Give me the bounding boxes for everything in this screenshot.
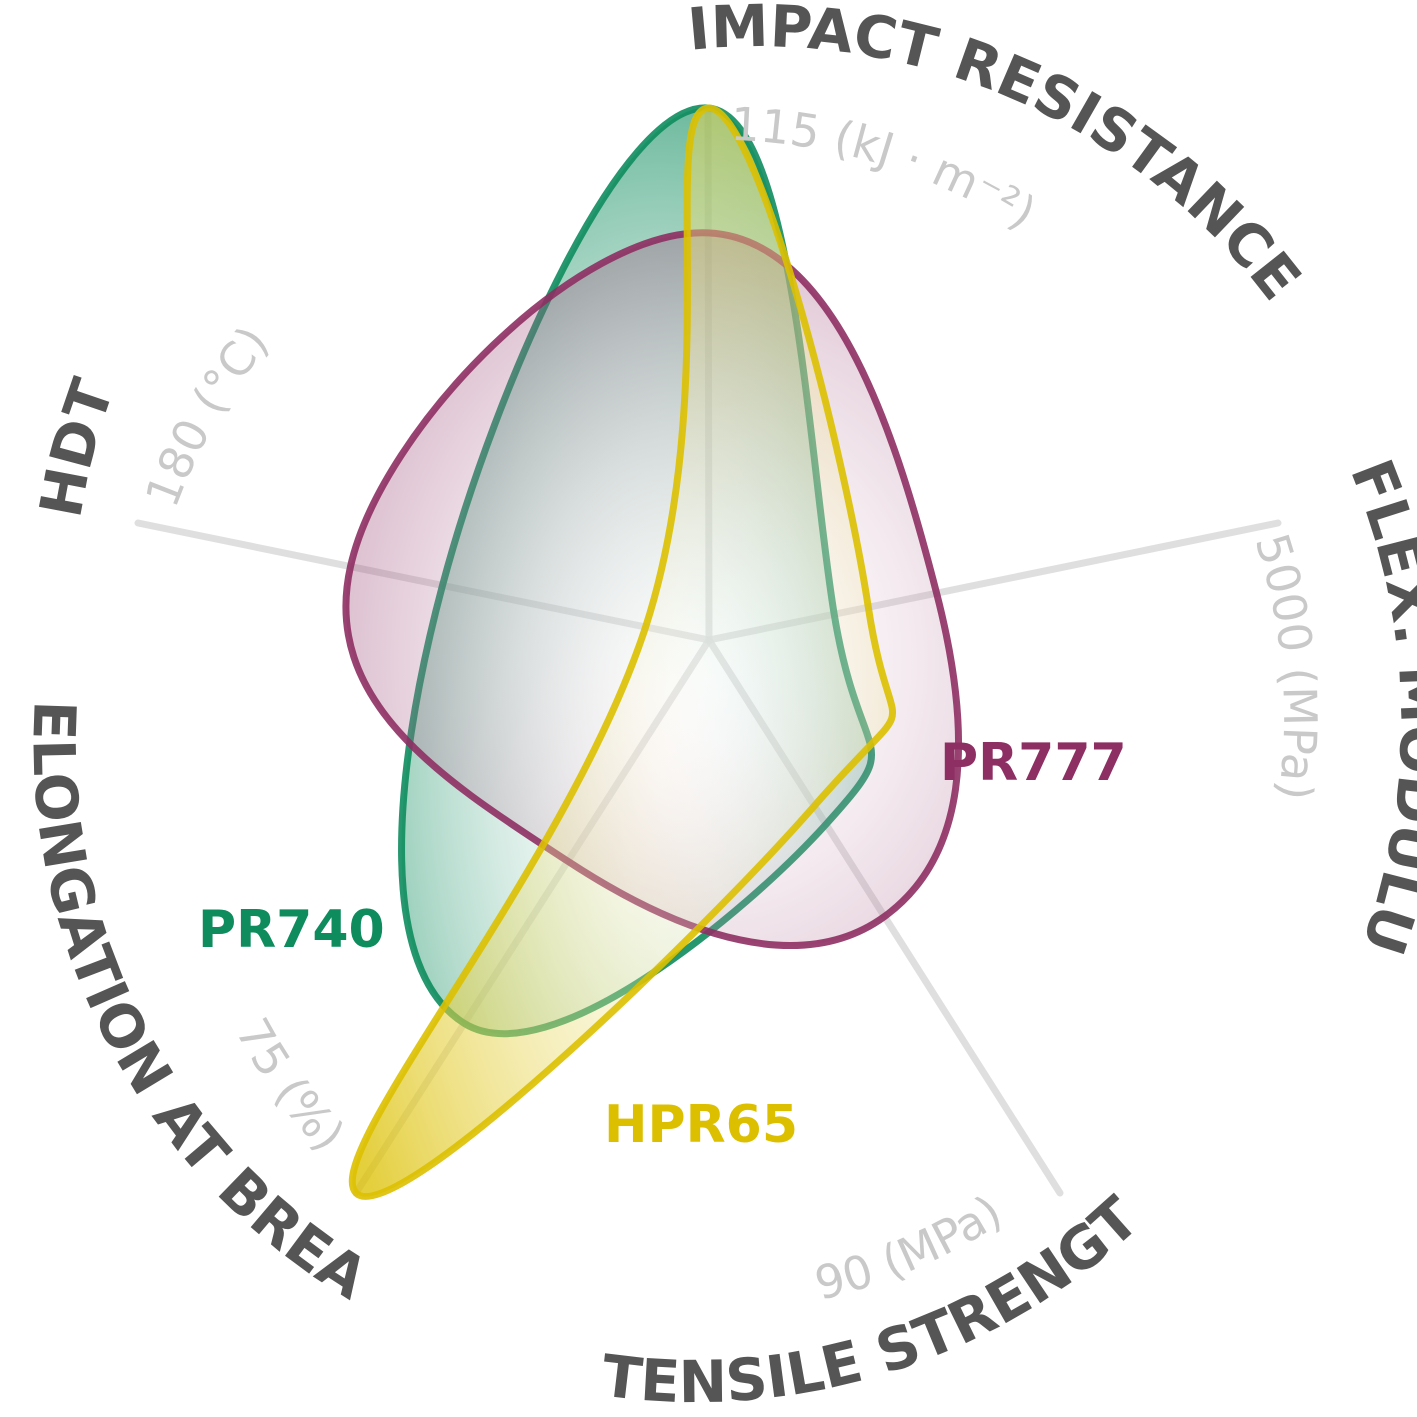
series-label-pr740: PR740 — [198, 900, 385, 960]
series-layer — [342, 104, 963, 1200]
axis-max-flex: 5000 (MPa) — [1245, 527, 1328, 803]
axis-max-elongation: 75 (%) — [225, 1009, 355, 1161]
axis-title-hdt: HDT — [26, 370, 127, 522]
series-shape-hpr65 — [348, 104, 897, 1200]
series-label-pr777: PR777 — [940, 733, 1127, 793]
axis-max-hdt: 180 (°C) — [135, 316, 279, 514]
series-label-hpr65: HPR65 — [604, 1095, 798, 1155]
